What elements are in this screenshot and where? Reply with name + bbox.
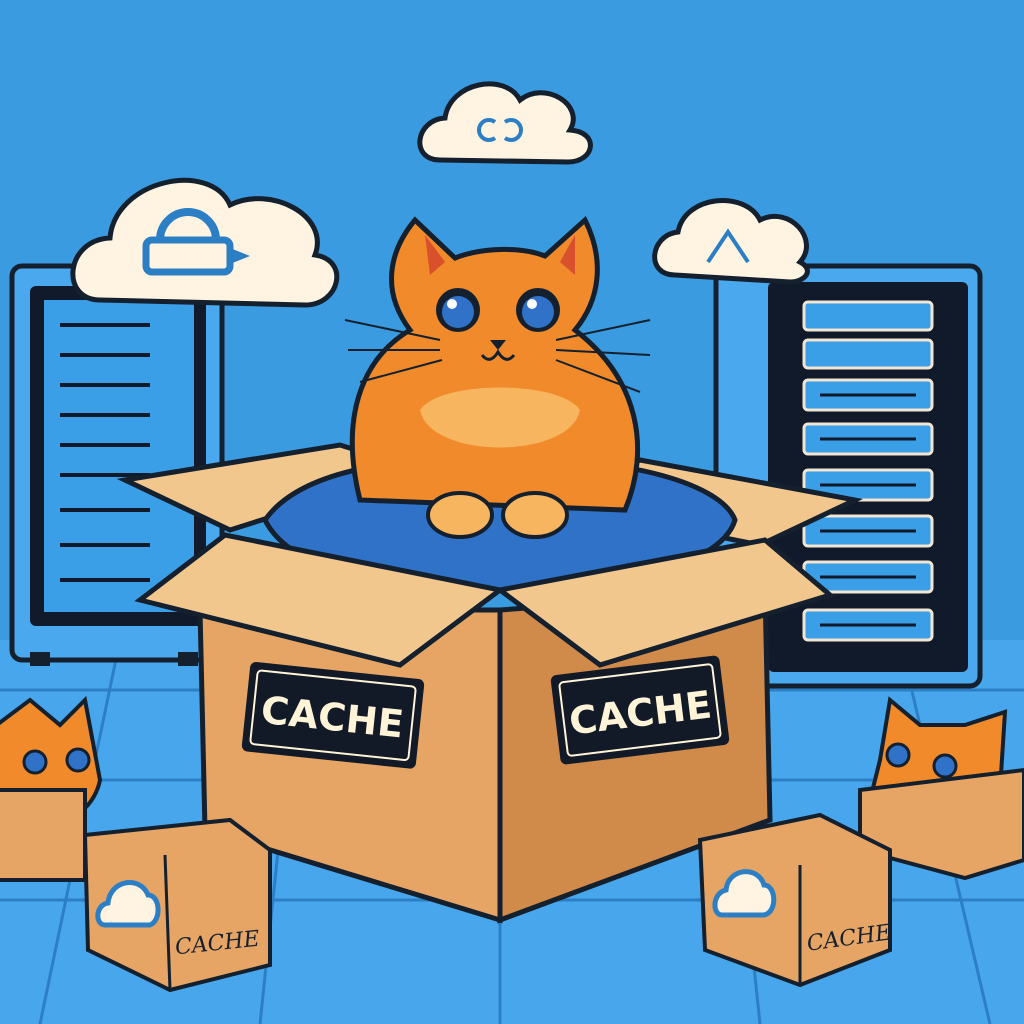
- cloud-upload-icon: [652, 198, 810, 285]
- small-box-right: CACHE: [697, 812, 893, 988]
- cache-label-left: CACHE: [241, 661, 425, 769]
- server-drives-left: [60, 323, 150, 582]
- main-cat: [344, 215, 651, 539]
- server-rack-left: [9, 263, 225, 666]
- small-box-left: CACHE: [82, 817, 272, 993]
- cloud-sync-icon: [417, 81, 593, 165]
- cloud-icon: [95, 880, 161, 928]
- cloud-lock-icon: [70, 177, 340, 308]
- cloud-icon: [712, 869, 777, 918]
- main-box: CACHE CACHE: [134, 532, 836, 924]
- cache-label-right: CACHE: [550, 655, 730, 765]
- server-rack-right: [713, 263, 983, 689]
- cat-eyes: [436, 288, 560, 332]
- right-cat: [858, 696, 1024, 881]
- left-cat: [0, 695, 103, 882]
